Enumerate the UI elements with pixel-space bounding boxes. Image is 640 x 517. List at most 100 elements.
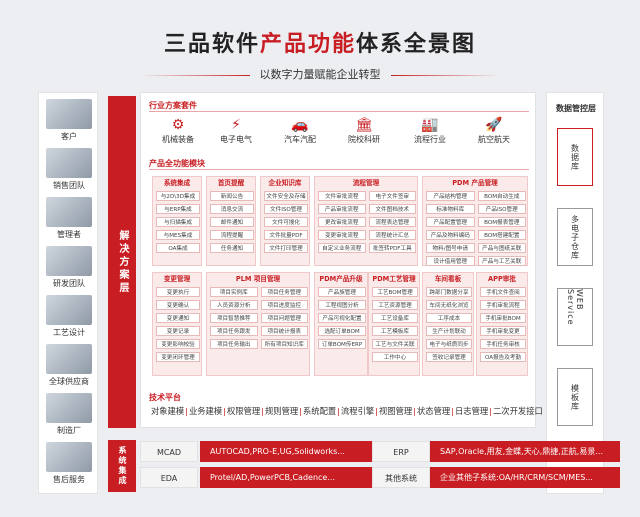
module-item[interactable]: 文件图档技术 <box>368 204 416 214</box>
module-item[interactable]: 流程统计汇总 <box>368 230 416 240</box>
module-item[interactable]: 自定义业务流程 <box>318 243 366 253</box>
module-item[interactable]: 更改审批流程 <box>318 217 366 227</box>
module-header: PDM产品升级 <box>319 275 363 283</box>
data-store[interactable]: WEB Service <box>557 288 593 346</box>
module-item[interactable]: BOM自动生成 <box>477 191 526 201</box>
module-item[interactable]: 变更记录 <box>156 326 200 336</box>
module-item[interactable]: 手机审批变更 <box>480 326 526 336</box>
data-store[interactable]: 多电子仓库 <box>557 208 593 266</box>
module-item[interactable]: 工艺与文件关联 <box>372 339 418 349</box>
module-item[interactable]: 产品审批流程 <box>318 204 366 214</box>
module-item[interactable]: 项目统计报表 <box>260 326 308 336</box>
module-item[interactable]: 设计借用管理 <box>426 256 475 266</box>
module-item[interactable]: 任务通知 <box>210 243 254 253</box>
module-item[interactable]: 项目任务跟发 <box>210 326 258 336</box>
industry-item[interactable]: ⚙机械装备 <box>152 116 204 145</box>
module-item[interactable]: 项目智慧推荐 <box>210 313 258 323</box>
module-item[interactable]: BOM报表管理 <box>477 217 526 227</box>
module-item[interactable]: 文件可搜化 <box>264 217 308 227</box>
module-item[interactable]: 与MES集成 <box>156 230 200 240</box>
module-item[interactable]: 变更审批流程 <box>318 230 366 240</box>
module-item[interactable]: 工作中心 <box>372 352 418 362</box>
module-item[interactable]: 邮件通知 <box>210 217 254 227</box>
tech-item[interactable]: 流程引擎 <box>341 406 375 416</box>
module-item[interactable]: BOM搭建配置 <box>477 230 526 240</box>
module-item[interactable]: 手机审批BOM <box>480 313 526 323</box>
module-item[interactable]: 产品ISO管理 <box>477 204 526 214</box>
module-item[interactable]: 项目任务管理 <box>260 287 308 297</box>
industry-item[interactable]: 🚀航空航天 <box>468 116 520 145</box>
module-item[interactable]: OA集成 <box>156 243 200 253</box>
module-item[interactable]: 新闻公告 <box>210 191 254 201</box>
module-item[interactable]: 文件打印管理 <box>264 243 308 253</box>
data-store[interactable]: 数据库 <box>557 128 593 186</box>
industry-item[interactable]: 🏛院校科研 <box>338 116 390 145</box>
module-item[interactable]: 项目任务输出 <box>210 339 258 349</box>
module-item[interactable]: 工艺模板库 <box>372 326 418 336</box>
tech-item[interactable]: 业务建模 <box>189 406 223 416</box>
module-item[interactable]: 人员资源分析 <box>210 300 258 310</box>
module-item[interactable]: 与ERP集成 <box>156 204 200 214</box>
module-item[interactable]: 变更确认 <box>156 300 200 310</box>
module-item[interactable]: 项目问题管理 <box>260 313 308 323</box>
module-item[interactable]: 变更闭环管理 <box>156 352 200 362</box>
module-item[interactable]: 产品配置管理 <box>426 217 475 227</box>
module-item[interactable]: 选配订单BOM <box>318 326 366 336</box>
module-item[interactable]: 变更影响校验 <box>156 339 200 349</box>
user-role: 管理者 <box>45 197 93 240</box>
tech-item[interactable]: 对象建模 <box>151 406 185 416</box>
module-item[interactable]: 工程视图分析 <box>318 300 366 310</box>
module-item[interactable]: 所有项目知识库 <box>260 339 308 349</box>
module-item[interactable]: 物料/图号申请 <box>426 243 475 253</box>
module-item[interactable]: 工艺BOM管理 <box>372 287 418 297</box>
module-item[interactable]: 手机任务审核 <box>480 339 526 349</box>
module-item[interactable]: 流程提醒 <box>210 230 254 240</box>
module-item[interactable]: 工艺设备库 <box>372 313 418 323</box>
tech-item[interactable]: 权限管理 <box>227 406 261 416</box>
module-item[interactable]: 文件审批流程 <box>318 191 366 201</box>
module-item[interactable]: 与扫描集成 <box>156 217 200 227</box>
module-item[interactable]: 手机审批流程 <box>480 300 526 310</box>
module-item[interactable]: 工序成本 <box>426 313 472 323</box>
tech-item[interactable]: 二次开发接口 <box>493 406 543 416</box>
module-item[interactable]: 文件安全及存储 <box>264 191 308 201</box>
tech-item[interactable]: 系统配置 <box>303 406 337 416</box>
module-item[interactable]: 订单BOM传ERP <box>318 339 366 349</box>
industry-item[interactable]: ⚡电子电气 <box>210 116 262 145</box>
tech-item[interactable]: 规则管理 <box>265 406 299 416</box>
module-item[interactable]: 项目实例库 <box>210 287 258 297</box>
module-item[interactable]: 电子与纸质同步 <box>426 339 472 349</box>
tech-item[interactable]: 日志管理 <box>455 406 489 416</box>
module-item[interactable]: 签收记录管理 <box>426 352 472 362</box>
industry-item[interactable]: 🚗汽车汽配 <box>274 116 326 145</box>
module-item[interactable]: 批签转PDF工具 <box>368 243 416 253</box>
module-item[interactable]: 车间无纸化浏览 <box>426 300 472 310</box>
module-item[interactable]: 产品可视化配置 <box>318 313 366 323</box>
module-item[interactable]: 变更执行 <box>156 287 200 297</box>
module-item[interactable]: 文件批量PDF <box>264 230 308 240</box>
module-item[interactable]: 与2D\3D集成 <box>156 191 200 201</box>
data-store[interactable]: 模板库 <box>557 368 593 426</box>
module-item[interactable]: 产品族管理 <box>318 287 366 297</box>
module-item[interactable]: 消息交流 <box>210 204 254 214</box>
module-item[interactable]: 产品及物料编码 <box>426 230 475 240</box>
module-header: APP审批 <box>488 275 516 283</box>
module-item[interactable]: 流程表达管理 <box>368 217 416 227</box>
module-item[interactable]: 项目进度监控 <box>260 300 308 310</box>
industry-item[interactable]: 🏭流程行业 <box>404 116 456 145</box>
module-item[interactable]: 电子文件签审 <box>368 191 416 201</box>
module-item[interactable]: 变更通知 <box>156 313 200 323</box>
module-item[interactable]: 标准物料库 <box>426 204 475 214</box>
module-item[interactable]: 手机文件查阅 <box>480 287 526 297</box>
tech-item[interactable]: 状态管理 <box>417 406 451 416</box>
module-item[interactable]: 产品与图纸关联 <box>477 243 526 253</box>
module-item[interactable]: 产品与工艺关联 <box>477 256 526 266</box>
page-title: 三品软件产品功能体系全景图 <box>0 26 640 58</box>
module-item[interactable]: 工艺资源管理 <box>372 300 418 310</box>
module-item[interactable]: 跨部门数据分享 <box>426 287 472 297</box>
tech-item[interactable]: 视图管理 <box>379 406 413 416</box>
module-item[interactable]: 产品结构管理 <box>426 191 475 201</box>
module-item[interactable]: 生产计划联动 <box>426 326 472 336</box>
module-item[interactable]: OA报告及考勤 <box>480 352 526 362</box>
module-item[interactable]: 文件ISO管理 <box>264 204 308 214</box>
